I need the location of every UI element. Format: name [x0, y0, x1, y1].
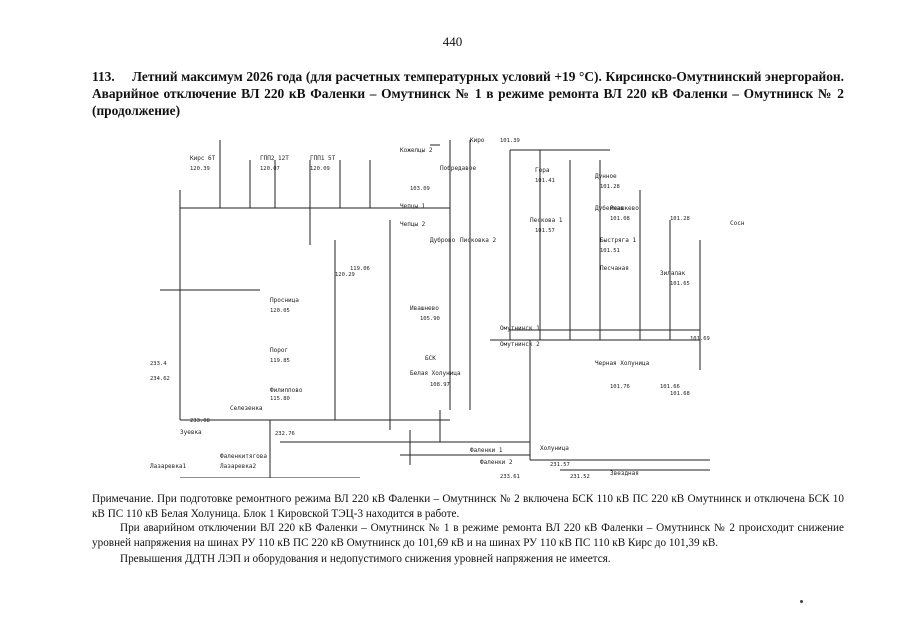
voltage-value: 108.97 [430, 382, 450, 388]
heading-number: 113. [92, 69, 115, 84]
heading-text: Летний максимум 2026 года (для расчетных… [92, 69, 844, 118]
schematic-lines [160, 140, 710, 478]
schematic-svg: Кирс 6Т ГПП2 12Т ГПП1 5Т Кожелцы 2 КироПобре… [150, 137, 745, 478]
substation-label: Звездная [610, 470, 639, 477]
substation-label: Зуевка [180, 429, 202, 436]
substation-label: БСК [425, 355, 436, 362]
voltage-value: 231.57 [550, 462, 570, 468]
substation-label: Песчаная [600, 265, 629, 272]
substation-label: Белая Холуница [410, 370, 461, 377]
voltage-value: 120.05 [270, 308, 290, 314]
note-paragraph-3: Превышения ДДТН ЛЭП и оборудования и нед… [120, 553, 611, 565]
scan-mark [800, 600, 803, 603]
voltage-value: 119.06 [350, 266, 370, 272]
substation-label: Чепцы 2 [400, 221, 426, 228]
substation-label: Дунное [595, 173, 617, 180]
voltage-value: 233.4 [150, 361, 167, 367]
voltage-value: 101.57 [535, 228, 555, 234]
voltage-value: 101.76 [610, 384, 630, 390]
voltage-value: 120.07 [260, 166, 280, 172]
voltage-value: 101.66 [660, 384, 680, 390]
substation-label: Чепцы 1 [400, 203, 426, 210]
document-heading: 113.Летний максимум 2026 года (для расче… [92, 68, 844, 119]
substation-label: Лазаревка2 [220, 463, 257, 470]
voltage-value: 120.09 [310, 166, 330, 172]
voltage-value: 101.28 [670, 216, 690, 222]
substation-label: Фаленки 2 [480, 459, 513, 466]
voltage-value: 101.08 [610, 216, 630, 222]
voltage-value: 105.90 [420, 316, 440, 322]
voltage-value: 101.69 [690, 336, 710, 342]
voltage-value: 103.09 [410, 186, 430, 192]
voltage-value: 101.41 [535, 178, 555, 184]
substation-label: Быстряга 1 [600, 237, 637, 244]
voltage-value: 101.68 [670, 391, 690, 397]
substation-label: Омутнинск 2 [500, 341, 540, 348]
substation-label: Черная Холуница [595, 360, 650, 367]
substation-label: Фаленки 1 [470, 447, 503, 454]
substation-label: Зилалак [660, 270, 686, 277]
page-number: 440 [442, 34, 463, 49]
voltage-value: 120.39 [190, 166, 210, 172]
notes-section: Примечание. При подготовке ремонтного ре… [92, 492, 844, 567]
substation-label: Гора [535, 167, 550, 174]
substation-label: Ивашнево [410, 305, 439, 312]
voltage-value: 233.61 [500, 474, 520, 478]
voltage-value: 231.52 [570, 474, 590, 478]
substation-label: Дубенная [595, 205, 624, 212]
substation-label: Просница [270, 297, 299, 304]
substation-label: Холуница [540, 445, 569, 452]
substation-label: Побредавое [440, 165, 477, 172]
substation-label: ГПП1 5Т [310, 155, 336, 162]
substation-label: Фаленкитягова [220, 453, 267, 460]
substation-label: Сосн [730, 220, 745, 227]
substation-label: ГПП2 12Т [260, 155, 289, 162]
voltage-value: 101.51 [600, 248, 620, 254]
substation-label: Кожелцы 2 [400, 147, 433, 154]
substation-label: Писковка 2 [460, 237, 497, 244]
substation-label: Дуброво [430, 237, 456, 244]
note-paragraph-2: При аварийном отключении ВЛ 220 кВ Фален… [92, 522, 844, 549]
voltage-value: 101.39 [500, 138, 520, 144]
substation-label: Филиппово [270, 387, 303, 394]
voltage-value: 101.65 [670, 281, 690, 287]
substation-label: Порог [270, 347, 288, 354]
substation-label: Киро [470, 137, 485, 144]
voltage-value: 119.85 [270, 358, 290, 364]
voltage-value: 232.76 [275, 431, 295, 437]
substation-label: Лазаревка1 [150, 463, 187, 470]
substation-label: Реашкево [610, 205, 639, 212]
substation-label: Селезенка [230, 405, 263, 412]
substation-label: Омутнинск 1 [500, 325, 540, 332]
substation-label: Пескова 1 [530, 217, 563, 224]
voltage-value: 101.28 [600, 184, 620, 190]
note-paragraph-1: Примечание. При подготовке ремонтного ре… [92, 493, 844, 520]
schematic-labels: Кирс 6Т ГПП2 12Т ГПП1 5Т Кожелцы 2 КироПобре… [150, 137, 745, 478]
voltage-value: 115.80 [270, 396, 290, 402]
voltage-value: 234.62 [150, 376, 170, 382]
voltage-value: 120.29 [335, 272, 355, 278]
voltage-value: 233.08 [190, 418, 210, 424]
substation-label: Кирс 6Т [190, 155, 216, 162]
